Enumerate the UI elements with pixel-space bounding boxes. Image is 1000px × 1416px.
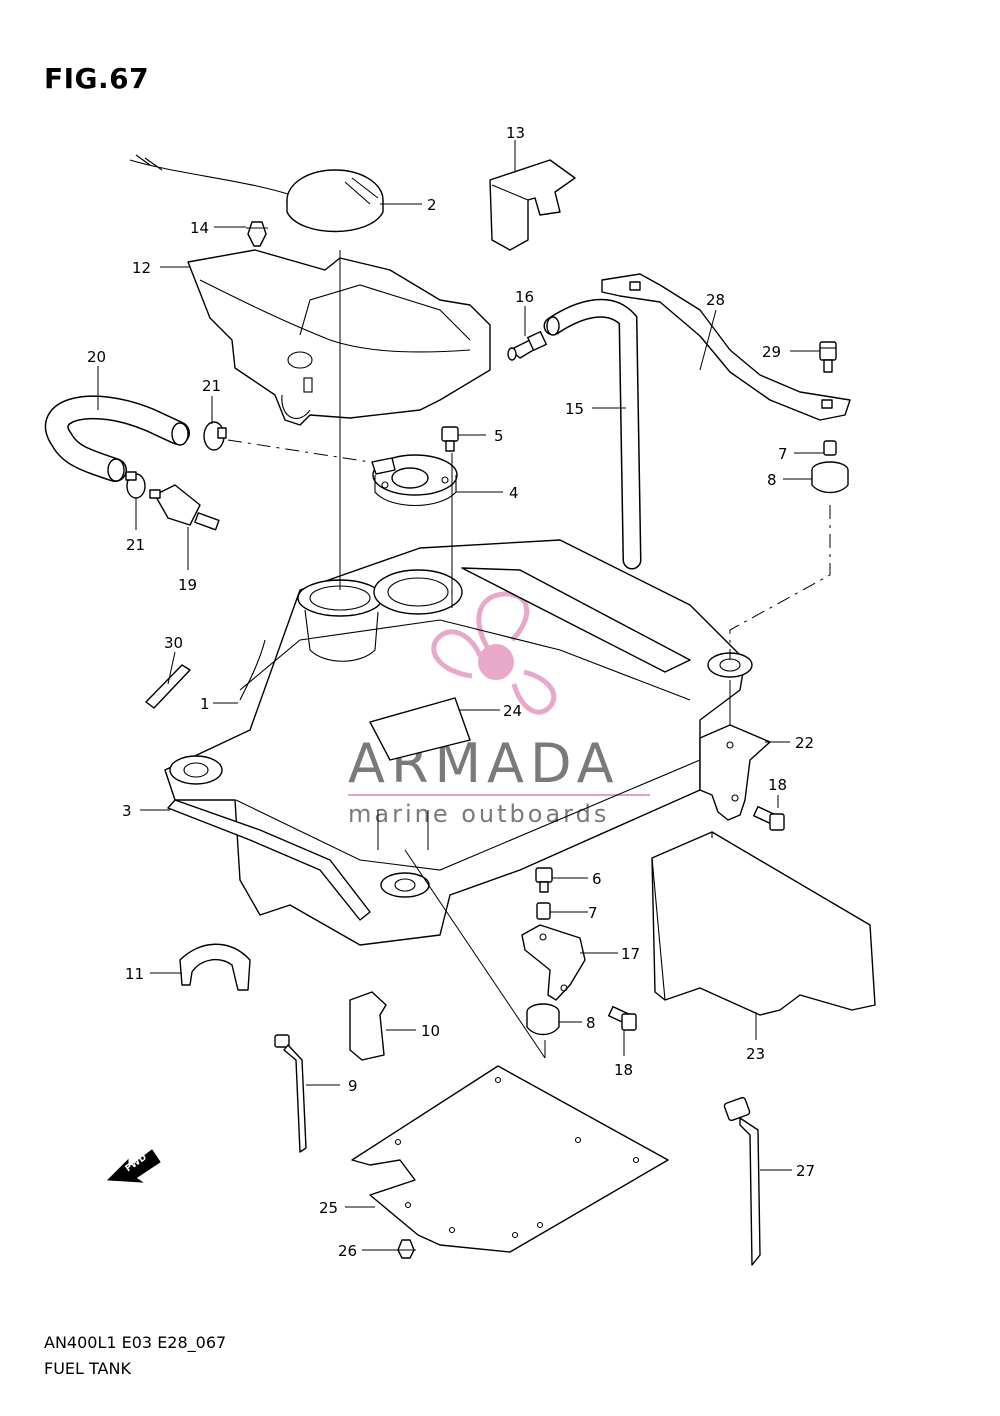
callout-24: 24 <box>503 702 522 720</box>
bolt-part-29 <box>819 341 837 373</box>
callout-12: 12 <box>132 259 151 277</box>
heat-shield-part <box>651 831 876 1016</box>
bracket-part-17 <box>521 924 586 1001</box>
bolt-part-5 <box>441 426 459 452</box>
collar-part-b <box>536 902 551 920</box>
callout-23: 23 <box>746 1045 765 1063</box>
callout-17: 17 <box>621 945 640 963</box>
callout-3: 3 <box>122 802 132 820</box>
callout-5: 5 <box>494 427 504 445</box>
callout-8-lower: 8 <box>586 1014 596 1032</box>
bolt-part-6 <box>535 867 553 893</box>
callout-18-upper: 18 <box>768 776 787 794</box>
forward-direction-arrow-icon: FWD <box>106 1149 161 1183</box>
cushion-part-b <box>526 1003 560 1036</box>
callout-18-lower: 18 <box>614 1061 633 1079</box>
label-part <box>369 697 471 761</box>
hose-clamp-part-b <box>125 471 146 499</box>
armada-logo-icon <box>431 591 557 715</box>
callout-9: 9 <box>348 1077 358 1095</box>
tank-cushion-part <box>167 799 371 921</box>
callout-10: 10 <box>421 1022 440 1040</box>
callout-25: 25 <box>319 1199 338 1217</box>
bolt-part-18b <box>608 1005 637 1031</box>
callout-20: 20 <box>87 348 106 366</box>
fuel-tank-part <box>164 539 753 946</box>
watermark-tagline: marine outboards <box>348 800 609 828</box>
bolt-part-18a <box>753 805 785 831</box>
pin-part <box>145 664 191 709</box>
callout-21-upper: 21 <box>202 377 221 395</box>
callout-26: 26 <box>338 1242 357 1260</box>
hose-clamp-part-a <box>203 421 227 451</box>
cushion-part-11 <box>179 943 251 991</box>
fuel-cap-part <box>129 154 384 233</box>
callout-leaders <box>97 140 824 1251</box>
tie-clip-part <box>274 1034 307 1153</box>
joint-part <box>507 330 548 361</box>
callout-7-lower: 7 <box>588 904 598 922</box>
alignment-lines <box>227 250 831 1059</box>
callout-11: 11 <box>125 965 144 983</box>
callout-6: 6 <box>592 870 602 888</box>
callout-4: 4 <box>509 484 519 502</box>
cable-tie-part <box>723 1096 761 1266</box>
clip-part-26 <box>396 1239 416 1259</box>
model-code: AN400L1 E03 E28_067 <box>44 1333 227 1352</box>
breather-hose-part <box>543 298 642 570</box>
stay-part <box>601 273 851 421</box>
cushion-part-a <box>811 461 849 494</box>
bracket-part-22 <box>699 724 771 821</box>
callout-2: 2 <box>427 196 437 214</box>
tank-plate-part <box>351 1065 669 1253</box>
callout-19: 19 <box>178 576 197 594</box>
callout-21-lower: 21 <box>126 536 145 554</box>
fuel-pump-plate-part <box>371 454 458 507</box>
tank-cover-part <box>187 249 491 426</box>
callout-27: 27 <box>796 1162 815 1180</box>
section-name: FUEL TANK <box>44 1359 131 1378</box>
callout-29: 29 <box>762 343 781 361</box>
callout-30: 30 <box>164 634 183 652</box>
callout-28: 28 <box>706 291 725 309</box>
callout-7-upper: 7 <box>778 445 788 463</box>
callout-1: 1 <box>200 695 210 713</box>
callout-8-upper: 8 <box>767 471 777 489</box>
callout-22: 22 <box>795 734 814 752</box>
fuel-filter-part <box>149 484 220 531</box>
clamp-part <box>349 991 387 1061</box>
callout-16: 16 <box>515 288 534 306</box>
cover-part <box>489 159 576 251</box>
figure-title: FIG.67 <box>44 62 150 95</box>
collar-part-a <box>823 440 837 456</box>
fuel-hose-part <box>44 395 190 482</box>
callout-14: 14 <box>190 219 209 237</box>
callout-numbers: 2 13 14 12 16 28 29 20 21 15 5 7 8 4 21 … <box>87 124 815 1260</box>
callout-13: 13 <box>506 124 525 142</box>
callout-15: 15 <box>565 400 584 418</box>
clip-part <box>246 221 268 247</box>
